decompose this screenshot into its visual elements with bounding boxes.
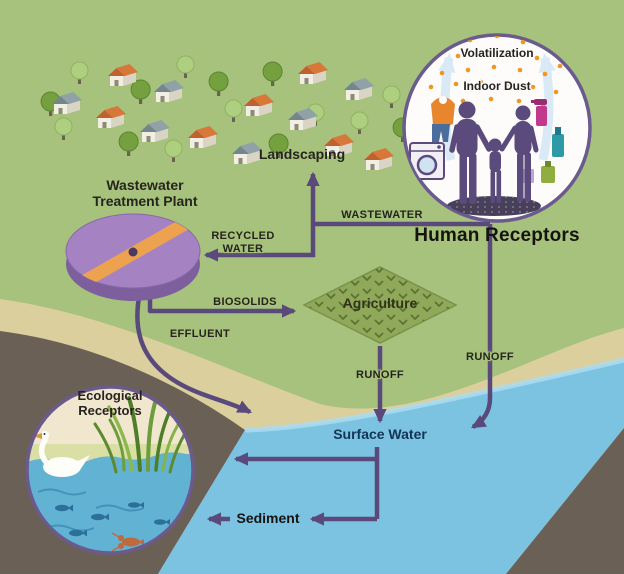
fish-icon <box>55 502 170 537</box>
pond-water <box>27 452 193 553</box>
wastewater-treatment-plant-label: Wastewater Treatment Plant <box>92 177 198 209</box>
agriculture-field <box>302 266 458 344</box>
human-receptors-circle <box>402 33 592 223</box>
wastewater-flow-label: WASTEWATER <box>341 209 423 221</box>
shoreline-highlight <box>244 357 624 433</box>
ecological-receptors-label: Ecological Receptors <box>77 388 143 418</box>
crayfish-icon <box>111 532 144 552</box>
soil-right <box>506 428 624 574</box>
biosolids-flow-label: BIOSOLIDS <box>213 296 277 308</box>
swan-icon <box>33 431 90 477</box>
runoff-residential-flow-label: RUNOFF <box>466 351 514 363</box>
recycled-water-flow-label: RECYCLED WATER <box>211 230 275 256</box>
flow-arrows <box>203 171 493 526</box>
clothing-icon <box>431 96 455 142</box>
sediment-label: Sediment <box>236 510 300 526</box>
volatilization-label: Volatilization <box>460 46 534 60</box>
water-body <box>158 360 624 574</box>
effluent-flow-label: EFFLUENT <box>169 328 231 340</box>
ecological-receptors-circle <box>25 385 195 555</box>
surface-water-label: Surface Water <box>333 426 427 442</box>
arrow-effluent <box>135 291 253 415</box>
indoor-dust-label: Indoor Dust <box>463 79 531 93</box>
family-silhouette-icon <box>449 101 539 204</box>
human-receptors-label: Human Receptors <box>414 225 580 246</box>
arrow-runoff-residential <box>471 224 493 429</box>
agriculture-label: Agriculture <box>342 295 418 311</box>
treatment-plant-icon <box>65 213 201 301</box>
landscaping-label: Landscaping <box>258 146 346 162</box>
runoff-agriculture-flow-label: RUNOFF <box>356 369 404 381</box>
